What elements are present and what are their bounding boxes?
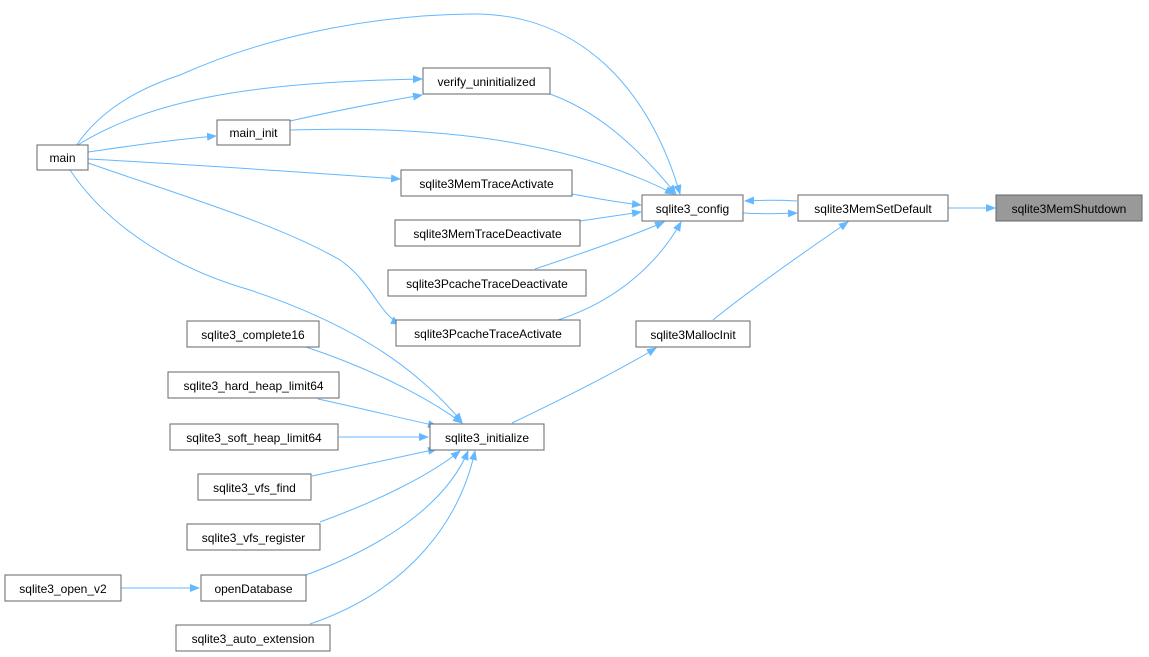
node-label: sqlite3MallocInit xyxy=(650,328,736,342)
node-label: main xyxy=(49,151,75,165)
edge-main-to-initialize xyxy=(69,169,463,423)
edge-complete16-to-initialize xyxy=(305,346,463,424)
edge-auto-extension-to-initialize xyxy=(309,450,477,625)
node-label: sqlite3_open_v2 xyxy=(19,582,107,596)
edge-memtrace-activate-to-config xyxy=(571,193,642,208)
node-label: sqlite3PcacheTraceActivate xyxy=(414,327,562,341)
edge-initialize-to-mallocinit xyxy=(511,347,657,424)
node-label: main_init xyxy=(229,126,278,140)
node-label: sqlite3MemShutdown xyxy=(1012,202,1127,216)
node-label: sqlite3MemTraceDeactivate xyxy=(413,227,562,241)
node-verify-uninitialized[interactable]: verify_uninitialized xyxy=(422,67,551,95)
edge-hard-heap-to-initialize xyxy=(317,398,438,429)
node-memshutdown[interactable]: sqlite3MemShutdown xyxy=(995,194,1143,222)
node-main[interactable]: main xyxy=(36,144,89,171)
edge-mallocinit-to-memsetdefault xyxy=(712,221,849,321)
node-label: sqlite3MemTraceActivate xyxy=(419,177,554,191)
node-memsetdefault[interactable]: sqlite3MemSetDefault xyxy=(797,194,949,222)
node-label: sqlite3_vfs_register xyxy=(202,531,305,545)
node-mallocinit[interactable]: sqlite3MallocInit xyxy=(635,320,751,348)
node-opendatabase[interactable]: openDatabase xyxy=(200,574,307,602)
node-label: sqlite3_vfs_find xyxy=(213,481,296,495)
node-complete16[interactable]: sqlite3_complete16 xyxy=(186,320,320,348)
node-vfs-register[interactable]: sqlite3_vfs_register xyxy=(186,523,321,551)
edge-pcachetrace-deactivate-to-config xyxy=(534,221,665,270)
edge-memsetdefault-to-config xyxy=(744,196,798,205)
node-config[interactable]: sqlite3_config xyxy=(641,194,744,222)
edge-vfs-register-to-initialize xyxy=(319,450,461,523)
node-main-init[interactable]: main_init xyxy=(216,119,291,146)
node-label: sqlite3_initialize xyxy=(445,431,529,445)
edge-verify-uninitialized-to-config xyxy=(549,93,677,195)
edge-main-to-verify-uninitialized xyxy=(75,75,423,147)
node-soft-heap[interactable]: sqlite3_soft_heap_limit64 xyxy=(169,423,339,451)
edge-main-to-pcachetrace-activate xyxy=(87,162,401,325)
edge-main-to-memtrace-activate xyxy=(87,158,401,183)
node-label: sqlite3_auto_extension xyxy=(192,632,315,646)
node-memtrace-deactivate[interactable]: sqlite3MemTraceDeactivate xyxy=(394,219,581,247)
node-pcachetrace-activate[interactable]: sqlite3PcacheTraceActivate xyxy=(395,319,581,347)
node-vfs-find[interactable]: sqlite3_vfs_find xyxy=(197,473,312,501)
edge-main-to-config xyxy=(75,13,682,195)
node-hard-heap[interactable]: sqlite3_hard_heap_limit64 xyxy=(167,371,340,399)
node-label: sqlite3MemSetDefault xyxy=(814,202,932,216)
node-label: openDatabase xyxy=(214,582,292,596)
edge-vfs-find-to-initialize xyxy=(311,446,438,477)
node-pcachetrace-deactivate[interactable]: sqlite3PcacheTraceDeactivate xyxy=(387,269,587,297)
edge-opendatabase-to-initialize xyxy=(305,450,469,576)
edge-main-to-main-init xyxy=(87,132,217,153)
node-label: sqlite3_complete16 xyxy=(201,328,305,342)
edge-memtrace-deactivate-to-config xyxy=(579,209,642,222)
node-label: sqlite3PcacheTraceDeactivate xyxy=(406,277,568,291)
edge-main-init-to-config xyxy=(289,128,675,195)
node-label: sqlite3_config xyxy=(656,202,729,216)
edge-config-to-memsetdefault xyxy=(742,209,798,218)
node-open-v2[interactable]: sqlite3_open_v2 xyxy=(4,574,122,602)
node-label: sqlite3_hard_heap_limit64 xyxy=(183,379,323,393)
node-label: verify_uninitialized xyxy=(437,75,535,89)
node-initialize[interactable]: sqlite3_initialize xyxy=(429,423,545,451)
node-label: sqlite3_soft_heap_limit64 xyxy=(186,431,322,445)
edge-main-init-to-verify-uninitialized xyxy=(289,92,423,122)
edge-pcachetrace-activate-to-config xyxy=(557,221,682,321)
node-auto-extension[interactable]: sqlite3_auto_extension xyxy=(175,624,331,652)
node-memtrace-activate[interactable]: sqlite3MemTraceActivate xyxy=(400,169,573,197)
